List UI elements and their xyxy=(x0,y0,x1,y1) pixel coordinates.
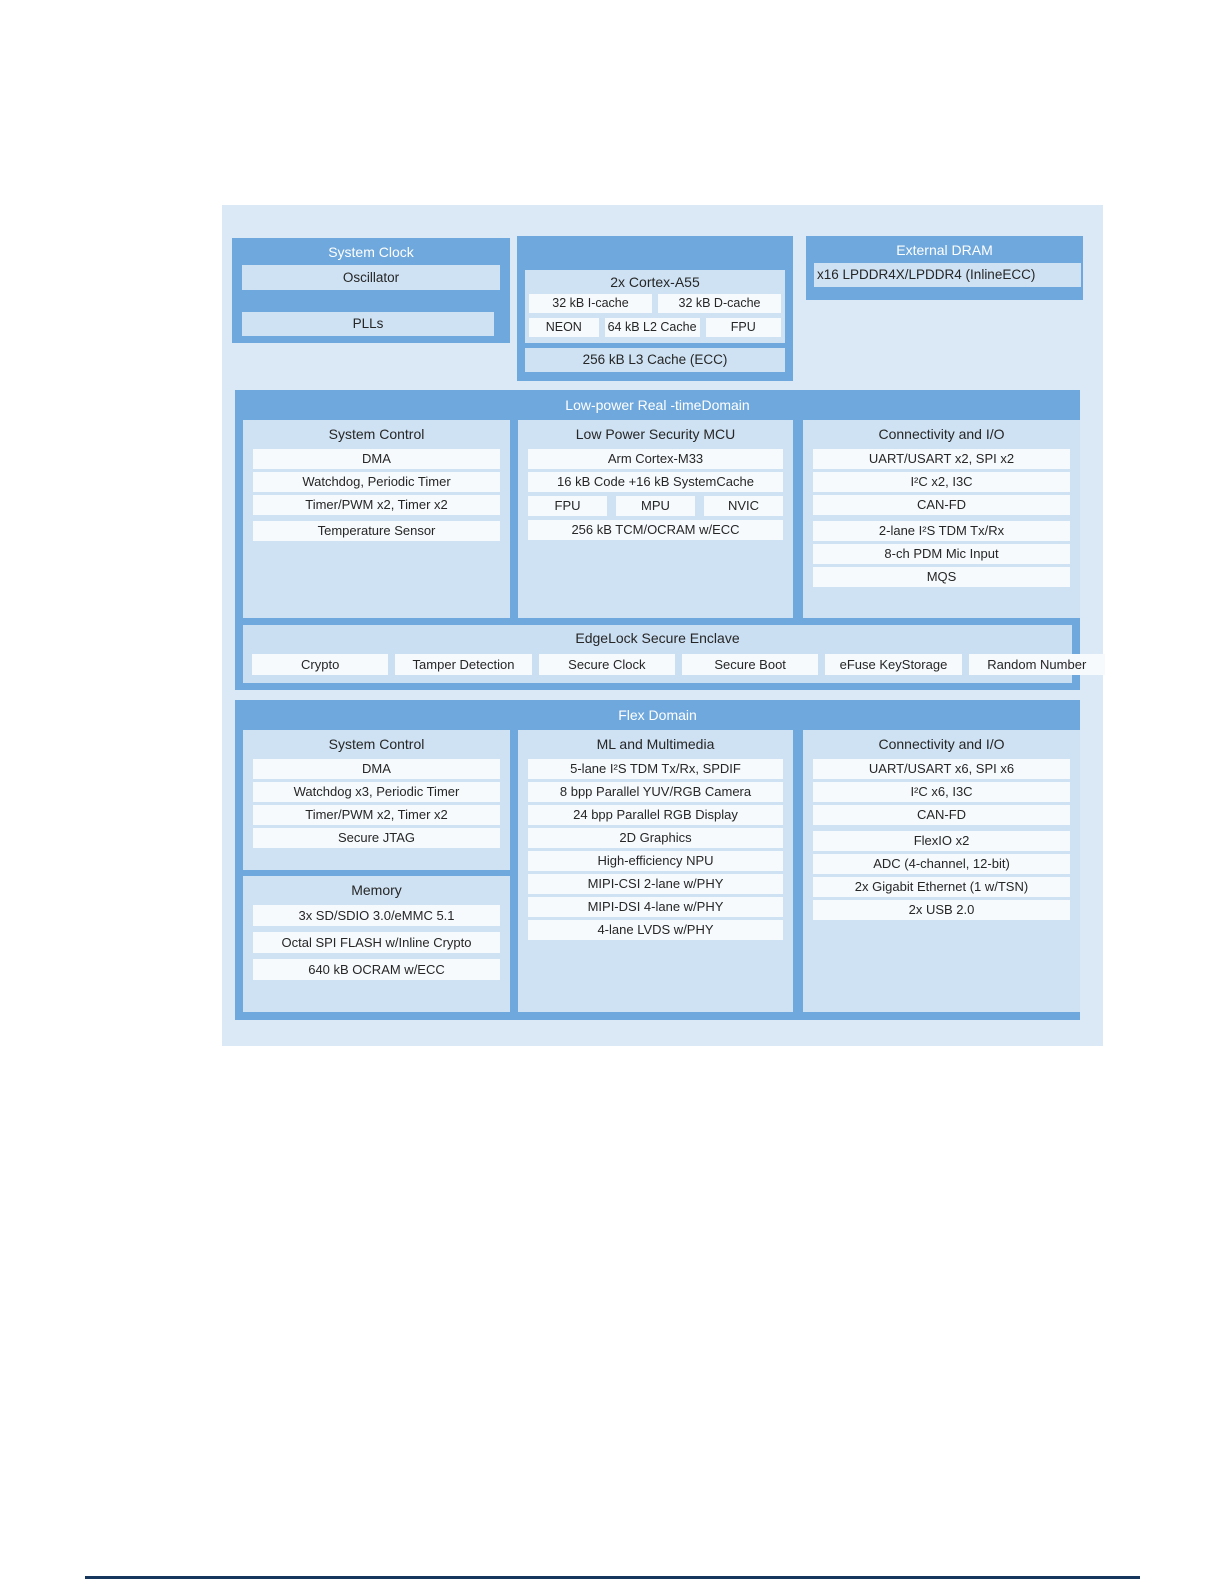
mcu-units-row: FPU MPU NVIC xyxy=(528,496,783,516)
lp-sc-item: Temperature Sensor xyxy=(253,521,500,541)
flex-conn-item: UART/USART x6, SPI x6 xyxy=(813,759,1070,779)
lp-conn-item: 2-lane I²S TDM Tx/Rx xyxy=(813,521,1070,541)
memory-item: 3x SD/SDIO 3.0/eMMC 5.1 xyxy=(253,905,500,926)
cortex-a55-title: 2x Cortex-A55 xyxy=(610,274,700,290)
ml-item: MIPI-CSI 2-lane w/PHY xyxy=(528,874,783,894)
ml-item: 4-lane LVDS w/PHY xyxy=(528,920,783,940)
lp-sc-item: Timer/PWM x2, Timer x2 xyxy=(253,495,500,515)
mcu-mpu-item: MPU xyxy=(616,496,695,516)
flex-sc-item: Watchdog x3, Periodic Timer xyxy=(253,782,500,802)
flex-system-control-title: System Control xyxy=(328,736,425,752)
lp-conn-item: UART/USART x2, SPI x2 xyxy=(813,449,1070,469)
security-mcu-title: Low Power Security MCU xyxy=(575,426,736,442)
flex-sc-item: DMA xyxy=(253,759,500,779)
tcm-ocram-item: 256 kB TCM/OCRAM w/ECC xyxy=(528,520,783,540)
l3-cache-item: 256 kB L3 Cache (ECC) xyxy=(525,348,785,372)
memory-panel: Memory 3x SD/SDIO 3.0/eMMC 5.1 Octal SPI… xyxy=(243,876,510,1012)
ml-multimedia-panel: ML and Multimedia 5-lane I²S TDM Tx/Rx, … xyxy=(518,730,793,1012)
flex-domain-title: Flex Domain xyxy=(618,707,697,723)
lp-system-control-title: System Control xyxy=(328,426,425,442)
security-mcu-panel: Low Power Security MCU Arm Cortex-M33 16… xyxy=(518,420,793,618)
lp-conn-item: CAN-FD xyxy=(813,495,1070,515)
cortex-m33-item: Arm Cortex-M33 xyxy=(528,449,783,469)
low-power-domain-title: Low-power Real -timeDomain xyxy=(565,397,750,413)
lpddr-item: x16 LPDDR4X/LPDDR4 (InlineECC) xyxy=(814,263,1081,287)
memory-item: Octal SPI FLASH w/Inline Crypto xyxy=(253,932,500,953)
flex-conn-item: 2x Gigabit Ethernet (1 w/TSN) xyxy=(813,877,1070,897)
ml-item: 8 bpp Parallel YUV/RGB Camera xyxy=(528,782,783,802)
ml-item: 24 bpp Parallel RGB Display xyxy=(528,805,783,825)
low-power-domain: Low-power Real -timeDomain System Contro… xyxy=(235,390,1105,690)
mcu-cache-item: 16 kB Code +16 kB SystemCache xyxy=(528,472,783,492)
edgelock-item: Tamper Detection xyxy=(395,654,532,675)
plls-item: PLLs xyxy=(242,312,494,336)
lp-sc-item: DMA xyxy=(253,449,500,469)
plls-stack: PLLs xyxy=(242,304,508,336)
l2-cache-item: 64 kB L2 Cache xyxy=(604,318,700,337)
flex-domain: Flex Domain System Control DMA Watchdog … xyxy=(235,700,1080,1020)
flex-sc-item: Secure JTAG xyxy=(253,828,500,848)
dcache-item: 32 kB D-cache xyxy=(658,294,781,313)
ml-item: 5-lane I²S TDM Tx/Rx, SPDIF xyxy=(528,759,783,779)
cache-row: 32 kB I-cache 32 kB D-cache xyxy=(525,294,785,313)
flex-connectivity-panel: Connectivity and I/O UART/USART x6, SPI … xyxy=(803,730,1080,1012)
cortex-a55-card: 2x Cortex-A55 32 kB I-cache 32 kB D-cach… xyxy=(525,262,792,343)
lp-connectivity-title: Connectivity and I/O xyxy=(878,426,1005,442)
footer-rule xyxy=(85,1576,1140,1579)
edgelock-item: Crypto xyxy=(252,654,389,675)
lp-conn-item: I²C x2, I3C xyxy=(813,472,1070,492)
flex-conn-item: FlexIO x2 xyxy=(813,831,1070,851)
lp-conn-item: MQS xyxy=(813,567,1070,587)
edgelock-item: eFuse KeyStorage xyxy=(825,654,962,675)
lp-system-control-panel: System Control DMA Watchdog, Periodic Ti… xyxy=(243,420,510,618)
cpu-block: 2x Cortex-A55 32 kB I-cache 32 kB D-cach… xyxy=(517,236,793,381)
flex-connectivity-title: Connectivity and I/O xyxy=(878,736,1005,752)
lp-connectivity-panel: Connectivity and I/O UART/USART x2, SPI … xyxy=(803,420,1080,618)
ml-item: High-efficiency NPU xyxy=(528,851,783,871)
oscillator-item: Oscillator xyxy=(242,265,500,290)
ml-item: MIPI-DSI 4-lane w/PHY xyxy=(528,897,783,917)
system-clock-title: System Clock xyxy=(328,244,414,260)
memory-item: 640 kB OCRAM w/ECC xyxy=(253,959,500,980)
mcu-nvic-item: NVIC xyxy=(704,496,783,516)
mcu-fpu-item: FPU xyxy=(528,496,607,516)
soc-block-diagram: System Clock Oscillator PLLs 2x Cortex-A… xyxy=(222,205,1105,1046)
external-dram-block: External DRAM x16 LPDDR4X/LPDDR4 (Inline… xyxy=(806,236,1083,300)
edgelock-title: EdgeLock Secure Enclave xyxy=(575,630,740,646)
edgelock-item: Secure Clock xyxy=(538,654,675,675)
flex-system-control-panel: System Control DMA Watchdog x3, Periodic… xyxy=(243,730,510,870)
flex-conn-item: 2x USB 2.0 xyxy=(813,900,1070,920)
external-dram-title: External DRAM xyxy=(896,242,993,258)
edgelock-item: Random Number xyxy=(968,654,1105,675)
lp-sc-item: Watchdog, Periodic Timer xyxy=(253,472,500,492)
flex-sc-item: Timer/PWM x2, Timer x2 xyxy=(253,805,500,825)
ml-multimedia-title: ML and Multimedia xyxy=(596,736,715,752)
cpu-units-row: NEON 64 kB L2 Cache FPU xyxy=(525,318,785,337)
edgelock-panel: EdgeLock Secure Enclave Crypto Tamper De… xyxy=(243,625,1105,683)
ml-item: 2D Graphics xyxy=(528,828,783,848)
icache-item: 32 kB I-cache xyxy=(529,294,652,313)
neon-item: NEON xyxy=(529,318,599,337)
memory-title: Memory xyxy=(351,882,402,898)
edgelock-items-row: Crypto Tamper Detection Secure Clock Sec… xyxy=(252,654,1105,675)
flex-conn-item: CAN-FD xyxy=(813,805,1070,825)
edgelock-item: Secure Boot xyxy=(681,654,819,675)
fpu-item: FPU xyxy=(705,318,781,337)
flex-conn-item: ADC (4-channel, 12-bit) xyxy=(813,854,1070,874)
lp-conn-item: 8-ch PDM Mic Input xyxy=(813,544,1070,564)
system-clock-block: System Clock Oscillator PLLs xyxy=(232,238,510,343)
flex-conn-item: I²C x6, I3C xyxy=(813,782,1070,802)
